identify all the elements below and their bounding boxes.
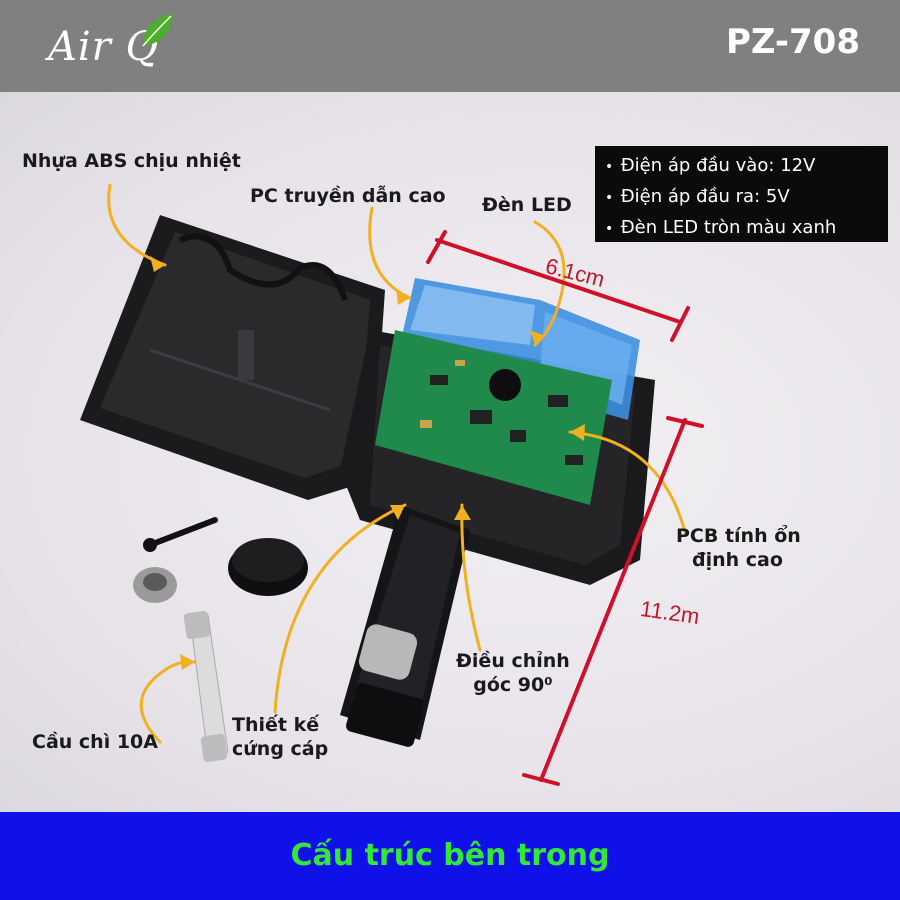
specs-box: • Điện áp đầu vào: 12V • Điện áp đầu ra:… xyxy=(595,146,888,242)
bullet-icon: • xyxy=(605,221,614,237)
brand-name: Air Q xyxy=(48,24,160,70)
lid-shell xyxy=(80,215,385,500)
spec-item: • Điện áp đầu vào: 12V xyxy=(605,151,878,182)
spec-item: • Đèn LED tròn màu xanh xyxy=(605,213,878,244)
label-led: Đèn LED xyxy=(482,194,572,216)
loose-parts xyxy=(133,517,308,763)
label-pcb: PCB tính ổn định cao xyxy=(676,525,801,573)
footer-title: Cấu trúc bên trong xyxy=(290,838,610,873)
label-fuse: Cầu chì 10A xyxy=(32,731,158,753)
spec-input-voltage: Điện áp đầu vào: 12V xyxy=(620,155,816,176)
spec-output-voltage: Điện áp đầu ra: 5V xyxy=(620,186,790,207)
bullet-icon: • xyxy=(605,159,614,175)
label-angle-line1: Điều chỉnh xyxy=(456,650,570,672)
footer-banner: Cấu trúc bên trong xyxy=(0,812,900,900)
dimension-lines xyxy=(426,230,704,786)
label-pc-transmission: PC truyền dẫn cao xyxy=(250,185,446,207)
pcb-board xyxy=(375,330,612,505)
label-design-line2: cứng cáp xyxy=(232,737,329,760)
label-pcb-line2: định cao xyxy=(692,548,783,571)
spec-led: Đèn LED tròn màu xanh xyxy=(620,217,837,238)
header-bar: Air Q PZ-708 xyxy=(0,0,900,92)
label-pcb-line1: PCB tính ổn xyxy=(676,525,801,547)
bullet-icon: • xyxy=(605,190,614,206)
model-number: PZ-708 xyxy=(725,22,860,62)
leaf-icon xyxy=(142,14,173,47)
spec-item: • Điện áp đầu ra: 5V xyxy=(605,182,878,213)
label-angle: Điều chỉnh góc 90⁰ xyxy=(456,650,570,698)
arrow-heads xyxy=(150,256,585,670)
label-angle-line2: góc 90⁰ xyxy=(473,673,553,696)
brand-logo: Air Q xyxy=(48,14,248,88)
plug-stem xyxy=(340,505,470,747)
label-design: Thiết kế cứng cáp xyxy=(232,714,328,762)
label-abs-plastic: Nhựa ABS chịu nhiệt xyxy=(22,150,241,172)
label-design-line1: Thiết kế xyxy=(232,714,320,736)
